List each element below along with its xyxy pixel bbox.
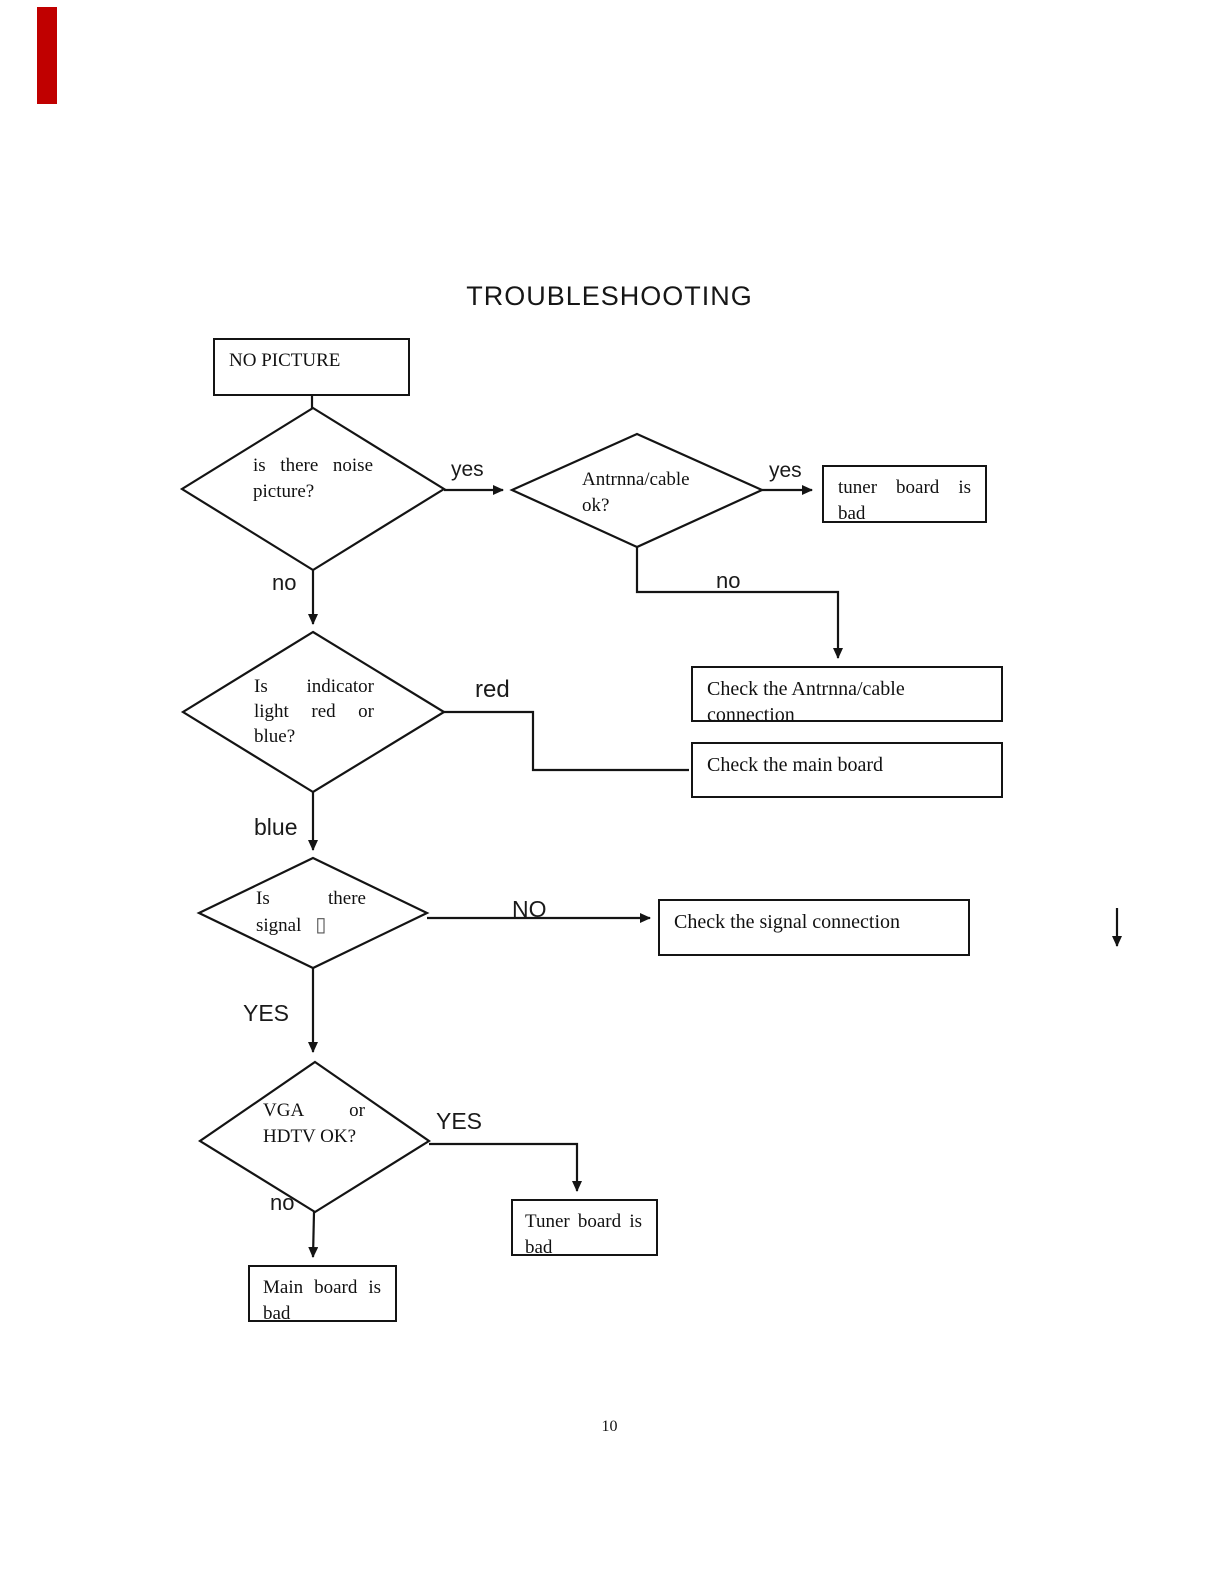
page-title: TROUBLESHOOTING	[466, 281, 753, 311]
node-no-picture-label: NO PICTURE	[229, 350, 341, 371]
label-indicator-blue: blue	[254, 814, 298, 840]
edge-antenna-no	[635, 547, 843, 659]
diamond-noise-line2: picture?	[253, 481, 315, 502]
node-check-signal-label: Check the signal connection	[674, 911, 901, 933]
label-vga-yes: YES	[436, 1108, 483, 1134]
node-tuner-bad-top-line2: bad	[838, 503, 866, 524]
diamond-antenna-line2: ok?	[582, 495, 610, 516]
label-vga-no: no	[270, 1190, 295, 1215]
margin-mark	[37, 7, 57, 104]
label-noise-no: no	[272, 570, 297, 595]
node-check-antenna-label: Check the Antrnna/cable connection	[707, 678, 905, 726]
node-check-main: Check the main board	[691, 742, 1003, 798]
node-no-picture: NO PICTURE	[213, 338, 410, 396]
missing-glyph-box: ▯	[315, 914, 327, 936]
node-tuner-bad-bottom-line2: bad	[525, 1237, 553, 1258]
diamond-signal-line2: signal ▯	[256, 912, 366, 939]
node-check-main-label: Check the main board	[707, 754, 884, 776]
diamond-indicator-line3: blue?	[254, 726, 296, 747]
label-signal-no: NO	[512, 896, 547, 922]
diamond-signal-word: signal	[256, 915, 302, 936]
edge-vga-no	[308, 1211, 319, 1258]
diamond-antenna-text: Antrnna/cable ok?	[582, 467, 697, 519]
label-signal-yes: YES	[243, 1000, 290, 1026]
label-antenna-no: no	[716, 568, 741, 593]
page-number: 10	[601, 1418, 618, 1435]
edge-indicator-red	[444, 710, 689, 772]
diamond-vga-line2: HDTV OK?	[263, 1126, 357, 1147]
diamond-antenna-line1: Antrnna/cable	[582, 469, 690, 490]
edge-vga-yes	[429, 1142, 582, 1192]
diamond-noise	[179, 406, 447, 572]
diamond-signal	[196, 856, 430, 970]
node-check-signal: Check the signal connection	[658, 899, 970, 956]
diamond-indicator	[180, 630, 447, 794]
label-noise-yes: yes	[451, 458, 484, 481]
node-main-bad-line2: bad	[263, 1303, 291, 1324]
label-indicator-red: red	[475, 676, 510, 703]
diamond-vga	[197, 1060, 432, 1214]
node-check-antenna: Check the Antrnna/cable connection	[691, 666, 1003, 726]
label-antenna-yes: yes	[769, 459, 802, 482]
diamond-antenna-ok	[509, 432, 765, 549]
